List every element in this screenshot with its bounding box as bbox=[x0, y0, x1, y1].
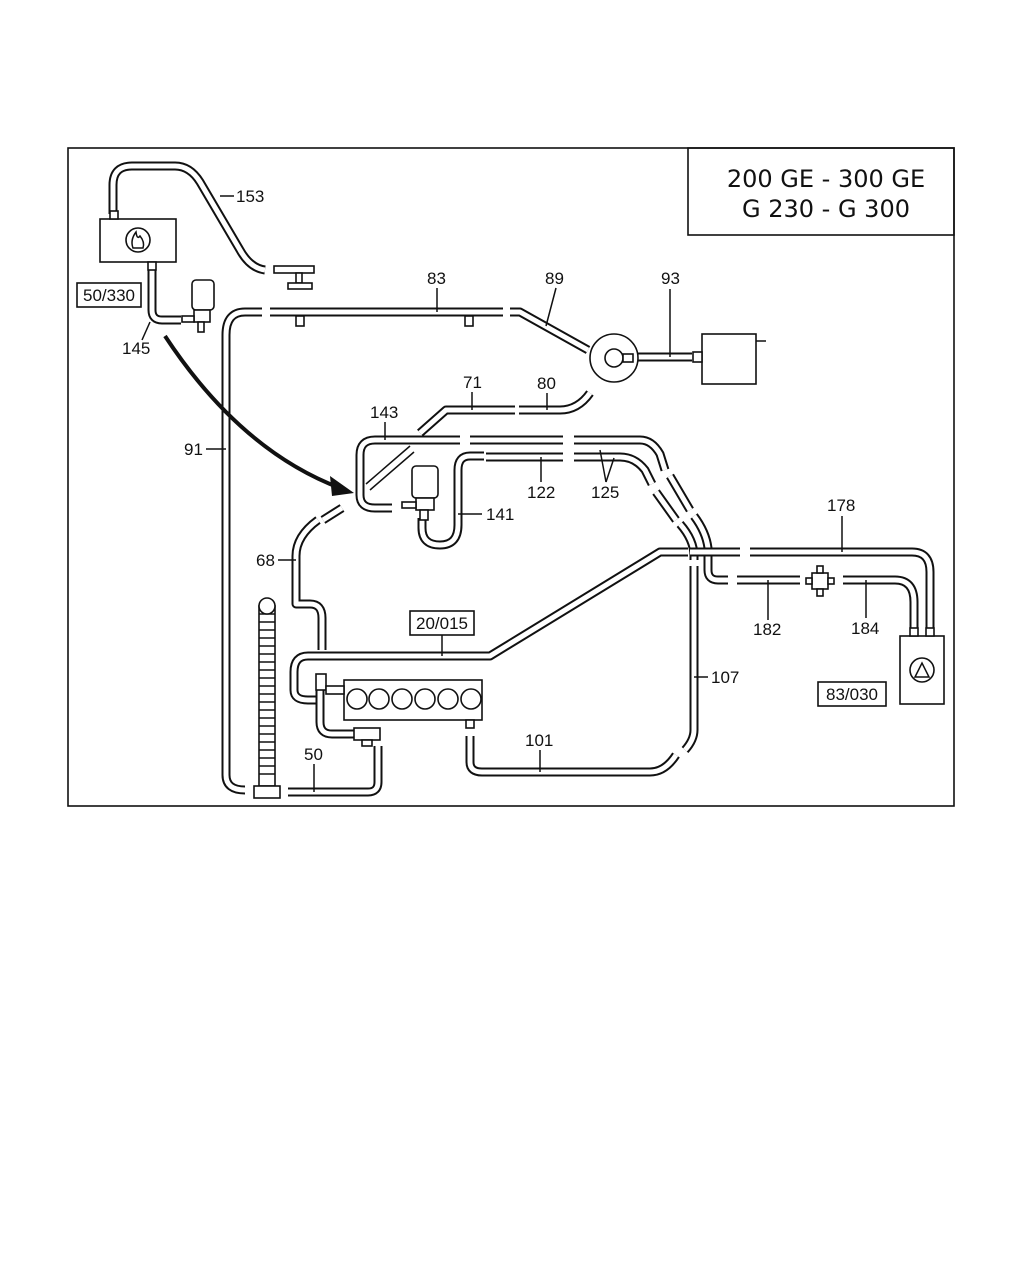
ref-20-015: 20/015 bbox=[416, 614, 468, 633]
callout-122: 122 bbox=[527, 483, 555, 502]
hose-50 bbox=[288, 746, 383, 797]
solenoid-valve-141 bbox=[401, 465, 439, 521]
callout-50: 50 bbox=[304, 745, 323, 764]
hoses bbox=[108, 161, 935, 797]
check-valve bbox=[805, 565, 835, 597]
hose-101 bbox=[465, 736, 680, 777]
callout-178: 178 bbox=[827, 496, 855, 515]
callout-93: 93 bbox=[661, 269, 680, 288]
callout-125: 125 bbox=[591, 483, 619, 502]
callout-80: 80 bbox=[537, 374, 556, 393]
hose-143 bbox=[355, 435, 460, 513]
fuel-reservoir bbox=[99, 210, 177, 271]
callout-141: 141 bbox=[486, 505, 514, 524]
hose-20-015 bbox=[289, 547, 688, 705]
callout-83: 83 bbox=[427, 269, 446, 288]
callout-71: 71 bbox=[463, 373, 482, 392]
diagram-frame bbox=[67, 147, 955, 807]
callout-101: 101 bbox=[525, 731, 553, 750]
direction-arrow bbox=[163, 334, 354, 496]
hose-178 bbox=[750, 547, 935, 628]
callout-182: 182 bbox=[753, 620, 781, 639]
callout-153: 153 bbox=[236, 187, 264, 206]
ref-50-330: 50/330 bbox=[83, 286, 135, 305]
callout-89: 89 bbox=[545, 269, 564, 288]
callout-numbers: 153 145 83 89 93 71 80 143 91 122 125 14… bbox=[122, 187, 879, 764]
leader-lines bbox=[141, 195, 867, 792]
vacuum-reservoir-right bbox=[899, 627, 945, 705]
callout-68: 68 bbox=[256, 551, 275, 570]
ref-83-030: 83/030 bbox=[826, 685, 878, 704]
ref-box-50-330 bbox=[76, 282, 142, 308]
ref-box-20-015 bbox=[409, 610, 475, 636]
ref-box-83-030 bbox=[817, 681, 887, 707]
solenoid-valve-left bbox=[181, 279, 215, 333]
corrugated-hose bbox=[253, 597, 281, 799]
title-box bbox=[687, 147, 955, 236]
callout-145: 145 bbox=[122, 339, 150, 358]
callout-184: 184 bbox=[851, 619, 879, 638]
hose-145 bbox=[147, 264, 181, 325]
intake-manifold bbox=[315, 673, 483, 747]
t-connector-top bbox=[273, 265, 315, 290]
callout-107: 107 bbox=[711, 668, 739, 687]
model-title-line-1: 200 GE - 300 GE bbox=[727, 165, 925, 193]
callout-91: 91 bbox=[184, 440, 203, 459]
charcoal-canister bbox=[692, 333, 766, 385]
model-title-line-2: G 230 - G 300 bbox=[742, 195, 910, 223]
callout-143: 143 bbox=[370, 403, 398, 422]
switchover-valve bbox=[589, 333, 639, 383]
